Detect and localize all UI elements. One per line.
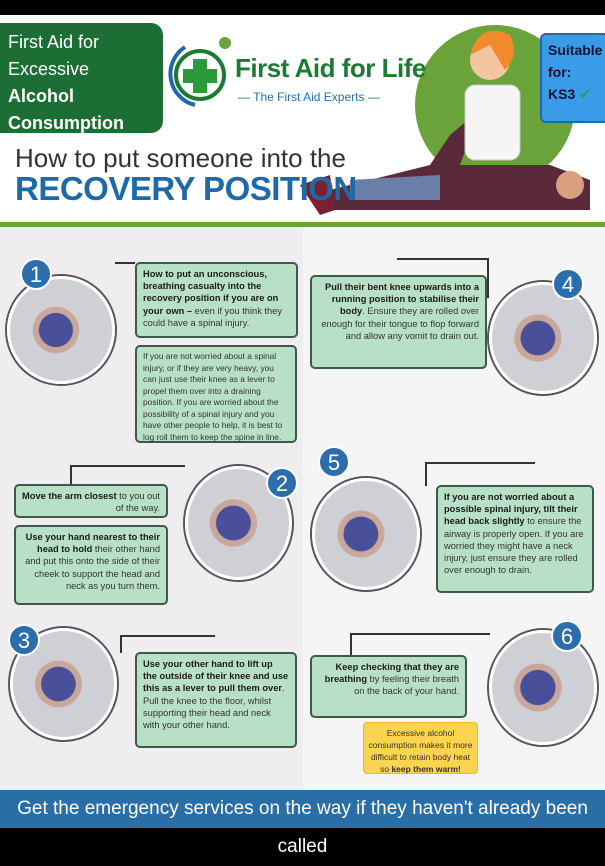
step-6-bold: Keep checking that they are breathing	[324, 662, 459, 685]
step-1-note-text: If you are not worried about a spinal in…	[143, 351, 283, 442]
suitable-level: KS3	[548, 86, 576, 102]
step-3-bold: Use your other hand to lift up the outsi…	[143, 659, 289, 694]
step-6-photo	[489, 630, 597, 745]
step-1-badge: 1	[20, 258, 52, 290]
step-6-badge: 6	[551, 620, 583, 652]
step-2-bold-2: Use your hand nearest to their head to h…	[25, 532, 160, 555]
step-4-text: . Ensure they are rolled over enough for…	[321, 306, 479, 341]
step-5-box: If you are not worried about a possible …	[436, 485, 594, 593]
page-title: RECOVERY POSITION	[15, 170, 357, 207]
connector	[425, 462, 427, 486]
step-2-box: Move the arm closest to you out of the w…	[14, 484, 168, 518]
connector	[115, 262, 135, 264]
step-4-badge: 4	[552, 268, 584, 300]
step-2-text-2: their other hand and put this onto the s…	[25, 544, 160, 591]
step-1-box: How to put an unconscious, breathing cas…	[135, 262, 298, 338]
step-5-text: to ensure the airway is properly open. I…	[444, 516, 584, 576]
rescuer-illustration	[300, 25, 590, 215]
check-icon: ✓	[579, 86, 591, 102]
connector	[120, 635, 122, 653]
connector	[70, 465, 185, 467]
connector	[397, 258, 487, 260]
step-2-box-2: Use your hand nearest to their head to h…	[14, 525, 168, 605]
step-5-bold: If you are not worried about a possible …	[444, 492, 578, 527]
divider	[0, 222, 605, 227]
step-2-badge: 2	[266, 467, 298, 499]
step-1-note: If you are not worried about a spinal in…	[135, 345, 297, 443]
connector	[487, 258, 489, 298]
suitable-badge: Suitable for: KS3 ✓	[540, 33, 605, 123]
warning-text: Excessive alcohol consumption makes it m…	[368, 728, 473, 774]
step-4-box: Pull their bent knee upwards into a runn…	[310, 275, 487, 369]
step-2-text: to you out of the way.	[115, 491, 160, 514]
step-5-photo	[312, 478, 420, 590]
step-1-text: even if you think they could have a spin…	[143, 305, 283, 328]
warning-bold: keep them warm!	[391, 764, 461, 774]
step-6-text: by feeling their breath on the back of y…	[354, 674, 459, 697]
topic-line: Excessive Alcohol	[8, 56, 155, 110]
step-1-photo	[7, 276, 115, 384]
topic-bold: Alcohol	[8, 86, 74, 106]
suitable-label: Suitable for:	[548, 42, 603, 80]
logo-tagline: — The First Aid Experts —	[238, 90, 380, 104]
keep-warm-note: Excessive alcohol consumption makes it m…	[363, 722, 478, 774]
step-3-badge: 3	[8, 624, 40, 656]
step-1-bold: How to put an unconscious, breathing cas…	[143, 269, 279, 316]
step-5-badge: 5	[318, 446, 350, 478]
footer-banner: Get the emergency services on the way if…	[0, 790, 605, 857]
step-4-photo	[489, 282, 597, 394]
step-4-bold: Pull their bent knee upwards into a runn…	[325, 282, 479, 317]
step-3-text: . Pull the knee to the floor, whilst sup…	[143, 683, 285, 731]
first-aid-cross-logo-icon	[168, 37, 231, 107]
connector	[425, 462, 535, 464]
step-2-bold: Move the arm closest	[22, 491, 117, 501]
logo-name: First Aid for Life	[235, 53, 426, 83]
title-line1: How to put someone into the	[15, 143, 346, 173]
topic-text: Excessive	[8, 59, 90, 79]
connector	[120, 635, 215, 637]
header: First Aid for Excessive Alcohol Consumpt…	[0, 15, 605, 222]
connector	[350, 633, 352, 655]
topic-label: First Aid for Excessive Alcohol Consumpt…	[0, 23, 163, 133]
connector	[70, 465, 72, 485]
connector	[350, 633, 490, 635]
topic-line: Consumption	[8, 113, 124, 133]
topic-line: First Aid for	[8, 32, 100, 52]
step-6-box: Keep checking that they are breathing by…	[310, 655, 467, 718]
step-3-box: Use your other hand to lift up the outsi…	[135, 652, 297, 748]
